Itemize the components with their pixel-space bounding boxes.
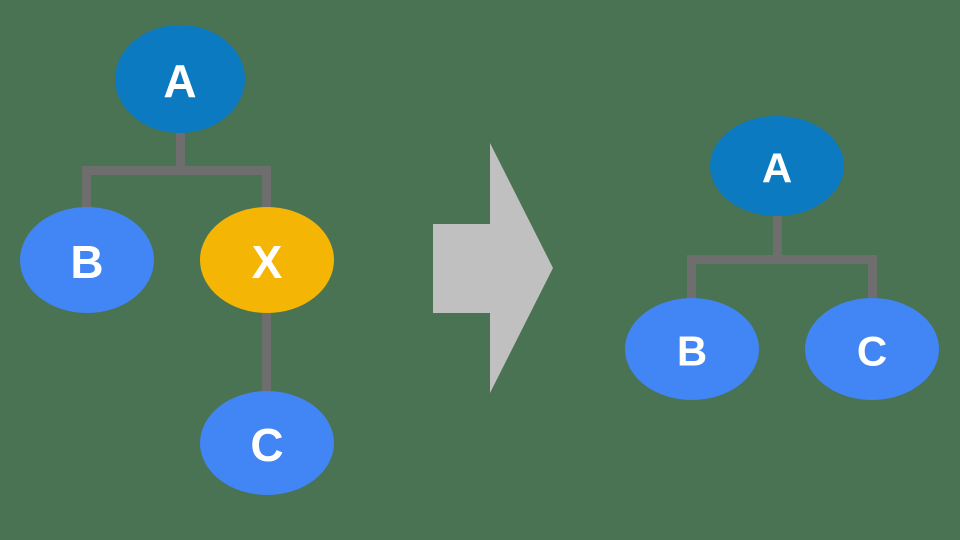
edge-drop-b-after xyxy=(687,255,696,307)
right-arrow-icon xyxy=(433,143,553,393)
before-tree-group: A B X C xyxy=(20,25,334,495)
node-a-after[interactable]: A xyxy=(710,116,844,216)
node-c-after-shape xyxy=(805,298,939,400)
node-a-before-label: A xyxy=(163,55,196,107)
node-c-before[interactable]: C xyxy=(200,391,334,495)
after-edges-group xyxy=(687,212,877,307)
edge-drop-x-before xyxy=(262,166,271,218)
node-b-after-label: B xyxy=(677,328,707,375)
node-a-before-shape xyxy=(115,25,245,133)
edge-drop-b-before xyxy=(82,166,91,218)
node-c-before-label: C xyxy=(250,419,283,471)
node-b-before[interactable]: B xyxy=(20,207,154,313)
node-b-before-label: B xyxy=(70,236,103,288)
edge-horizontal-bar-after xyxy=(687,255,877,264)
edge-drop-c-after xyxy=(868,255,877,307)
node-a-after-label: A xyxy=(762,145,792,192)
node-b-after-shape xyxy=(625,298,759,400)
node-c-after-label: C xyxy=(857,328,887,375)
edge-a-stem-after xyxy=(773,212,782,262)
transform-arrow-group xyxy=(433,143,553,393)
node-a-after-shape xyxy=(710,116,844,216)
node-x-before[interactable]: X xyxy=(200,207,334,313)
edge-x-to-c-before xyxy=(262,306,271,398)
edge-horizontal-bar-before xyxy=(82,166,271,175)
edge-a-stem-before xyxy=(176,128,185,172)
node-x-before-shape xyxy=(200,207,334,313)
node-x-before-label: X xyxy=(252,236,283,288)
node-a-before[interactable]: A xyxy=(115,25,245,133)
node-c-after[interactable]: C xyxy=(805,298,939,400)
node-c-before-shape xyxy=(200,391,334,495)
before-edges-group xyxy=(82,128,271,398)
node-b-after[interactable]: B xyxy=(625,298,759,400)
node-b-before-shape xyxy=(20,207,154,313)
after-tree-group: A B C xyxy=(625,116,939,400)
